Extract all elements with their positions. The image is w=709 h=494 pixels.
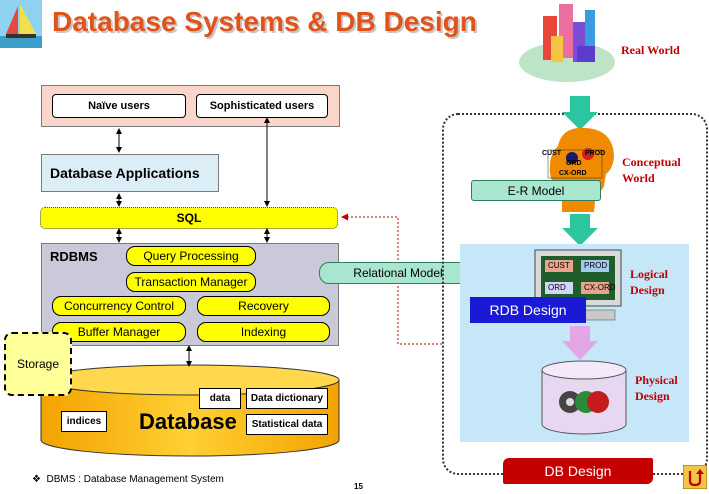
er-entity-cust: CUST bbox=[542, 150, 562, 157]
table-label-cust: CUST bbox=[548, 261, 570, 270]
query-processing-pill: Query Processing bbox=[126, 246, 256, 266]
footnote-text: DBMS : Database Management System bbox=[46, 474, 224, 485]
db-design-banner: DB Design bbox=[503, 458, 653, 484]
data-box: data bbox=[199, 388, 241, 409]
naive-users-box: Naïve users bbox=[52, 94, 186, 118]
page-title: Database Systems & DB Design bbox=[52, 6, 477, 37]
logical-design-label-2: Design bbox=[630, 283, 665, 297]
data-dictionary-box: Data dictionary bbox=[246, 388, 328, 409]
down-arrow-2 bbox=[562, 214, 598, 246]
indices-box: indices bbox=[61, 411, 107, 432]
er-entity-cx-ord: CX-ORD bbox=[559, 170, 587, 177]
buffer-manager-pill: Buffer Manager bbox=[52, 322, 186, 342]
physical-design-label-2: Design bbox=[635, 389, 670, 403]
disk-icon bbox=[541, 360, 627, 435]
statistical-data-box: Statistical data bbox=[246, 414, 328, 435]
concurrency-control-pill: Concurrency Control bbox=[52, 296, 186, 316]
buildings-icon bbox=[519, 4, 615, 82]
physical-design-label-1: Physical bbox=[635, 373, 678, 387]
storage-box: Storage bbox=[4, 332, 72, 396]
transaction-manager-pill: Transaction Manager bbox=[126, 272, 256, 292]
relational-model-box: Relational Model bbox=[319, 262, 477, 284]
sailboat-icon bbox=[0, 0, 42, 48]
indexing-pill: Indexing bbox=[197, 322, 330, 342]
return-icon[interactable] bbox=[682, 464, 708, 490]
table-label-cx-ord: CX-ORD bbox=[584, 283, 616, 292]
conceptual-world-label-1: Conceptual bbox=[622, 155, 681, 169]
er-entity-ord: ORD bbox=[566, 160, 582, 167]
down-arrow-1 bbox=[562, 96, 598, 130]
rdbms-label: RDBMS bbox=[50, 249, 98, 264]
table-label-prod: PROD bbox=[584, 261, 608, 270]
real-world-label: Real World bbox=[621, 43, 680, 57]
er-model-box: E-R Model bbox=[471, 180, 601, 201]
rdb-design-box: RDB Design bbox=[470, 297, 586, 323]
logical-design-label-1: Logical bbox=[630, 267, 668, 281]
sophisticated-users-box: Sophisticated users bbox=[196, 94, 328, 118]
bullet-icon: ❖ bbox=[32, 474, 47, 485]
conceptual-world-label-2: World bbox=[622, 171, 655, 185]
database-label: Database bbox=[139, 409, 237, 434]
recovery-pill: Recovery bbox=[197, 296, 330, 316]
er-entity-prod: PROD bbox=[585, 150, 606, 157]
down-arrow-3 bbox=[562, 326, 598, 360]
page-number: 15 bbox=[354, 482, 363, 491]
footnote: ❖ DBMS : Database Management System bbox=[32, 474, 224, 485]
sql-bar: SQL bbox=[40, 207, 338, 229]
table-label-ord: ORD bbox=[548, 283, 566, 292]
database-applications-box: Database Applications bbox=[41, 154, 219, 192]
